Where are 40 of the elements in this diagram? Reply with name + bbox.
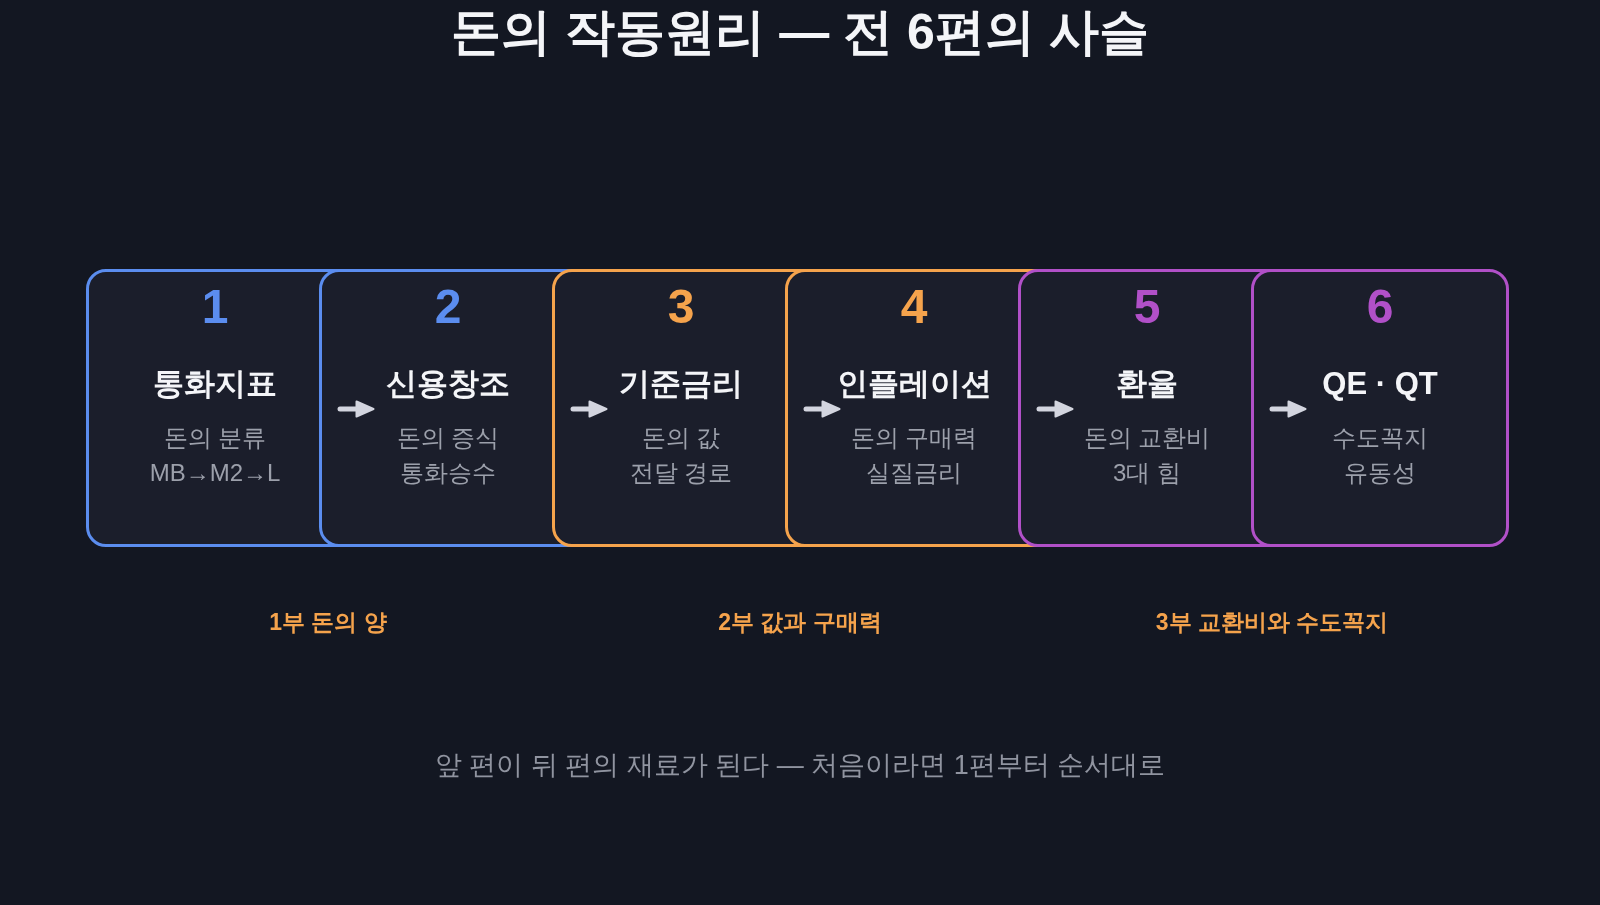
step-title: 통화지표	[153, 366, 277, 402]
step-number: 4	[900, 279, 928, 335]
step-title: 기준금리	[619, 366, 743, 402]
arrow	[1036, 400, 1074, 418]
step-description: 돈의 구매력	[850, 424, 978, 452]
step-description: 유동성	[1344, 459, 1416, 487]
arrow	[337, 400, 375, 418]
step-title: 인플레이션	[836, 366, 992, 402]
arrow	[570, 400, 608, 418]
step-description: 실질금리	[866, 459, 962, 487]
step-box	[1251, 269, 1509, 547]
step-number: 3	[667, 279, 695, 335]
step-description: 수도꼭지	[1332, 424, 1428, 452]
group-label: 1부 돈의 양	[269, 608, 387, 636]
step-box	[552, 269, 785, 547]
caption: 앞 편이 뒤 편의 재료가 된다 — 처음이라면 1편부터 순서대로	[434, 750, 1166, 782]
arrow	[1269, 400, 1307, 418]
step-description: 돈의 값	[641, 424, 721, 452]
arrow	[803, 400, 841, 418]
step-description: MB→M2→L	[149, 459, 281, 487]
step-description: 통화승수	[400, 459, 496, 487]
group-label: 3부 교환비와 수도꼭지	[1155, 608, 1389, 636]
step-description: 3대 힘	[1113, 459, 1181, 487]
step-description: 돈의 증식	[396, 424, 500, 452]
step-title: 환율	[1116, 366, 1178, 402]
step-title: QE · QT	[1322, 366, 1438, 402]
step-number: 2	[434, 279, 462, 335]
step-description: 전달 경로	[629, 459, 733, 487]
step-number: 5	[1133, 279, 1161, 335]
step-box	[86, 269, 319, 547]
step-box	[319, 269, 552, 547]
step-title: 신용창조	[386, 366, 510, 402]
title: 돈의 작동원리 — 전 6편의 사슬	[451, 4, 1149, 62]
step-description: 돈의 교환비	[1083, 424, 1211, 452]
step-number: 1	[201, 279, 229, 335]
step-box	[1018, 269, 1251, 547]
step-box	[785, 269, 1018, 547]
step-number: 6	[1366, 279, 1394, 335]
group-label: 2부 값과 구매력	[718, 608, 882, 636]
step-description: 돈의 분류	[163, 424, 267, 452]
